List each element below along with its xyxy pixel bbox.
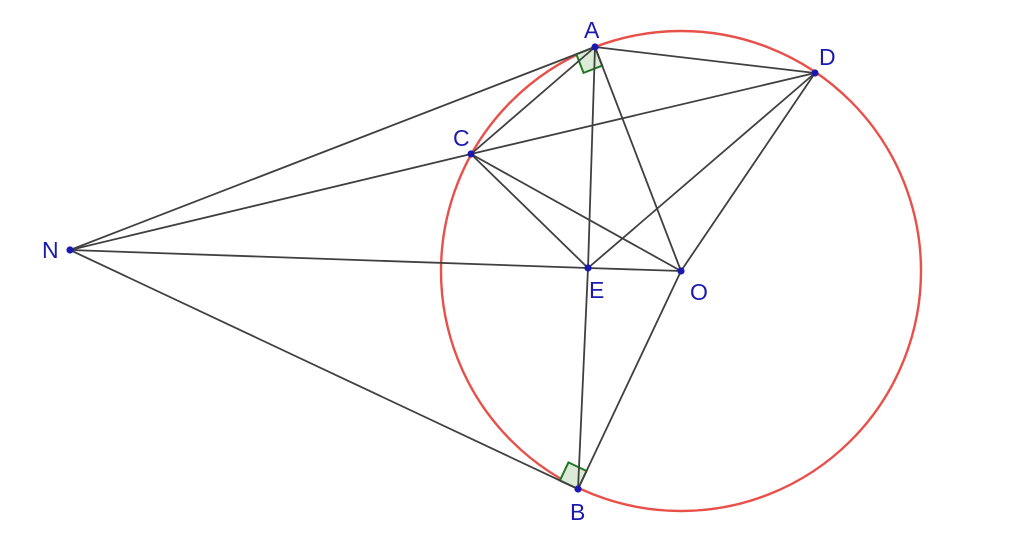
segment-ao [594, 46, 682, 272]
segment-ac [470, 46, 596, 155]
point-b [574, 485, 582, 493]
segment-cd [470, 72, 816, 155]
segment-na [69, 46, 596, 251]
label-point-n: N [42, 237, 59, 263]
segment-ce [470, 153, 589, 269]
label-point-c: C [453, 125, 470, 151]
segment-eo [587, 267, 682, 272]
point-a [591, 43, 599, 51]
point-e [584, 264, 592, 272]
segment-nc [69, 153, 472, 251]
right-angle-mark-b [558, 461, 588, 491]
circle-o [439, 29, 923, 513]
label-point-e: E [589, 277, 604, 303]
segment-nb [69, 249, 579, 490]
label-point-a: A [584, 17, 600, 43]
point-d [811, 69, 819, 77]
label-point-b: B [570, 499, 585, 525]
segment-bo [577, 270, 682, 490]
segment-ne [69, 249, 589, 269]
label-point-o: O [690, 279, 708, 305]
point-c [467, 150, 475, 158]
label-point-d: D [819, 44, 836, 70]
point-n [66, 246, 74, 254]
segment-de [587, 72, 816, 269]
segment-ad [594, 46, 816, 74]
segment-do [680, 72, 816, 272]
segment-co [470, 153, 682, 272]
segment-ae [587, 46, 596, 269]
point-o [677, 267, 685, 275]
segment-eb [577, 267, 589, 490]
